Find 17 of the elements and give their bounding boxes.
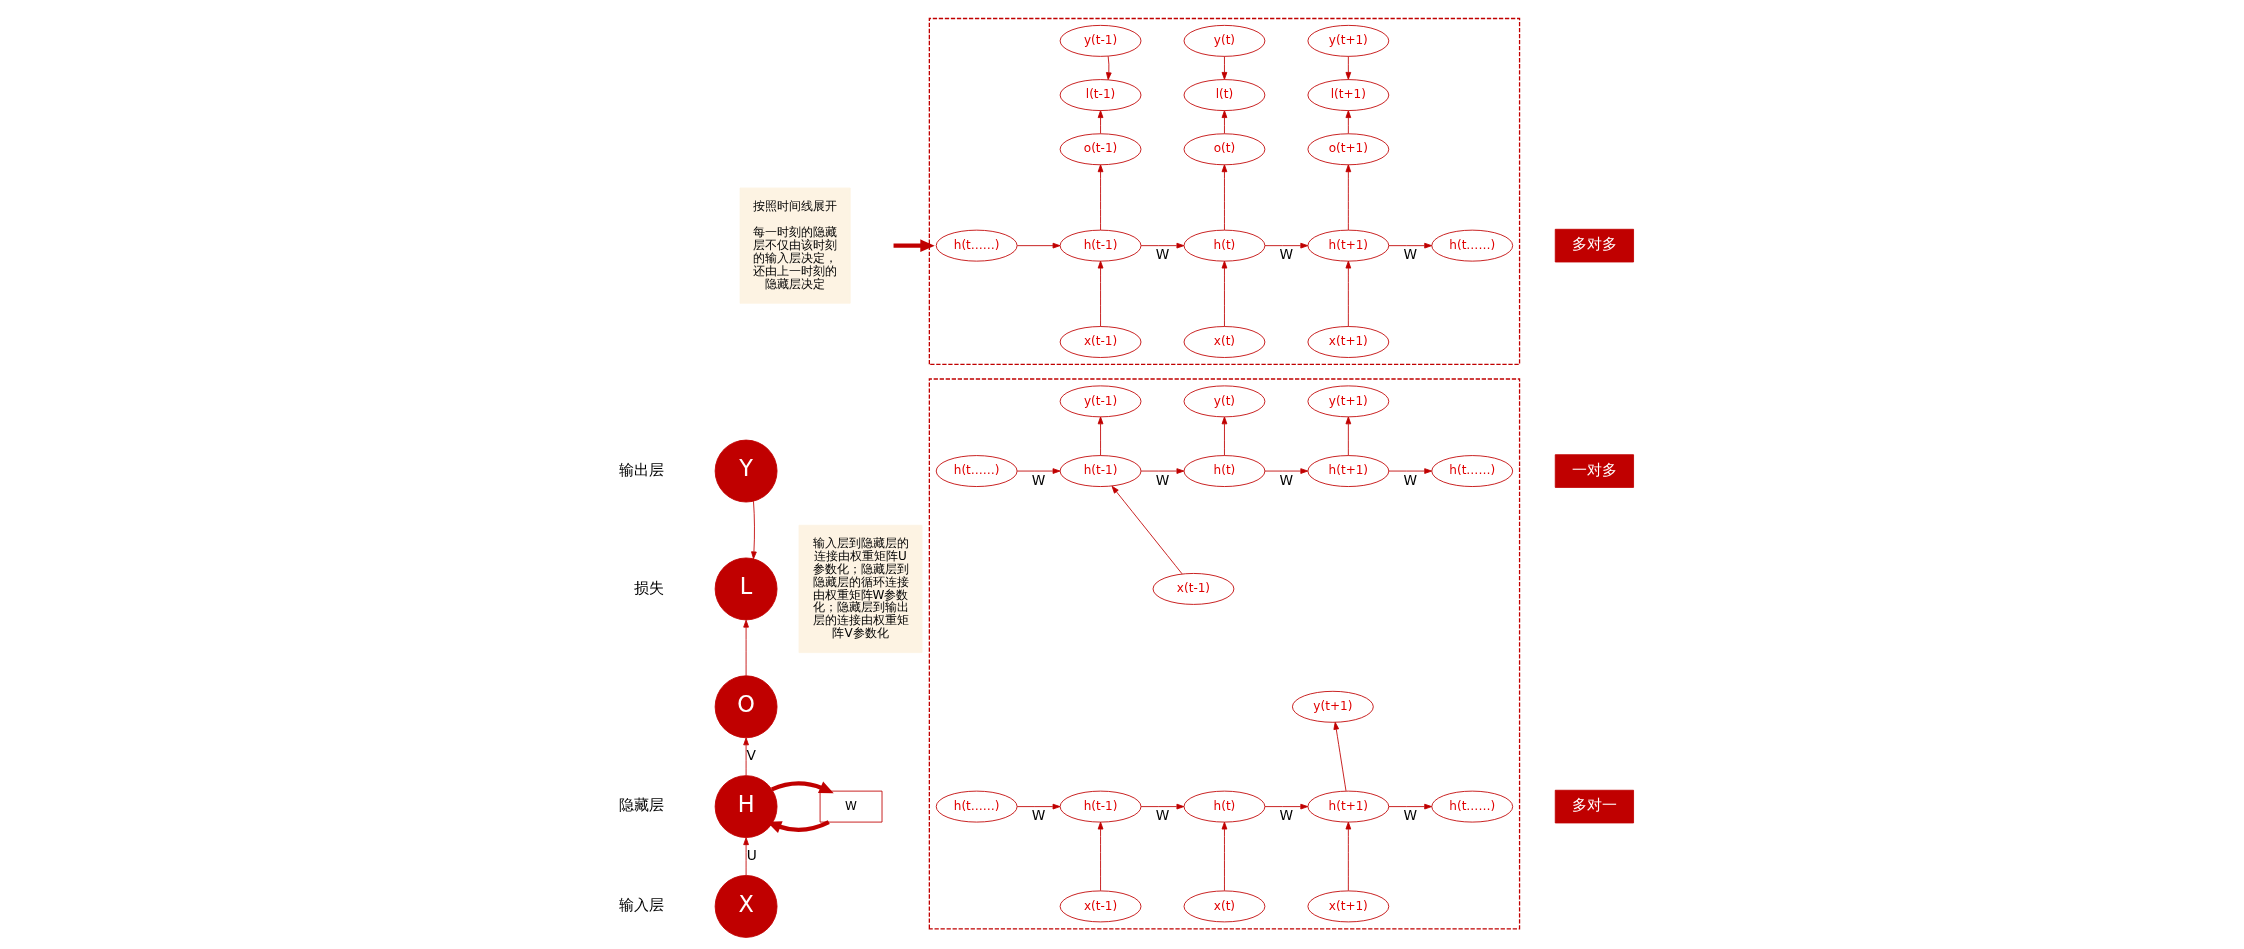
node-label: 隐藏层 — [618, 796, 664, 815]
edge-label: W — [1279, 807, 1293, 824]
node-label: 输出层 — [618, 460, 664, 479]
edge-label: W — [1279, 246, 1293, 263]
edge-label: W — [1031, 807, 1045, 824]
edge-label: W — [1402, 471, 1417, 488]
edge-label: W — [1402, 246, 1417, 263]
edge-label: W — [1155, 246, 1169, 263]
edge-label: V — [746, 746, 756, 763]
edge-label: W — [1155, 471, 1169, 488]
edge-label: W — [1031, 471, 1045, 488]
node-label: 输入层 — [618, 896, 664, 915]
edge-label: W — [1279, 471, 1293, 488]
edge-label: W — [1402, 807, 1417, 824]
edge-label: U — [746, 846, 757, 863]
node-label: 损失 — [633, 578, 664, 597]
edge-label: W — [1155, 807, 1169, 824]
